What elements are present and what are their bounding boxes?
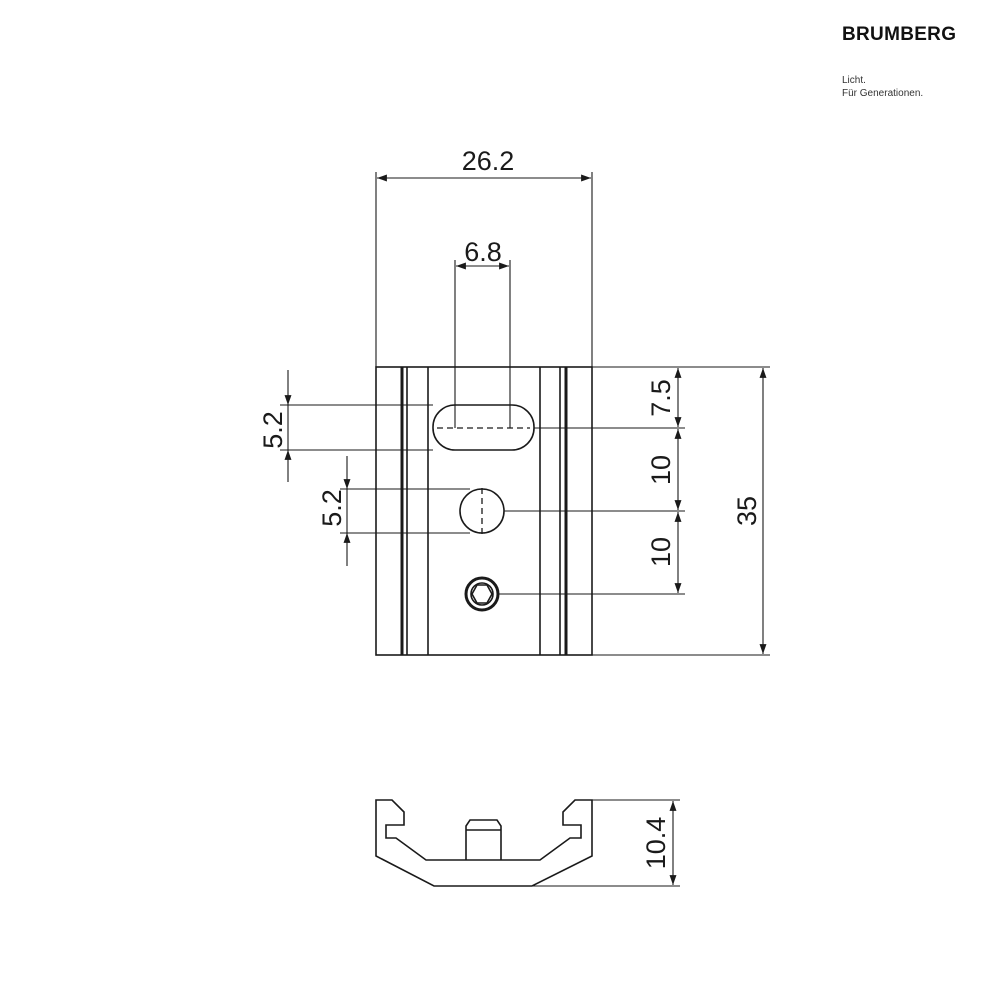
dim-label-35: 35 <box>732 496 762 526</box>
dim-profile-height: 10.4 <box>532 799 680 887</box>
hex-socket-icon <box>471 584 493 604</box>
dim-label-7-5: 7.5 <box>646 379 676 417</box>
dim-label-10-upper: 10 <box>646 455 676 485</box>
dim-label-6-8: 6.8 <box>464 237 502 267</box>
profile-view <box>375 799 593 887</box>
dim-label-10-lower: 10 <box>646 537 676 567</box>
profile-outline <box>375 799 593 887</box>
brand-tagline: Licht. Für Generationen. <box>842 74 992 100</box>
profile-screw-head <box>465 819 502 860</box>
brand-logo: BRUMBERG <box>842 24 957 45</box>
tagline-line-2: Für Generationen. <box>842 88 924 99</box>
tagline-line-1: Licht. <box>842 75 866 86</box>
dim-label-5-2-hole: 5.2 <box>317 489 347 527</box>
dim-label-10-4: 10.4 <box>641 817 671 870</box>
screw-inner <box>470 582 494 606</box>
dim-slot-height: 5.2 <box>258 370 433 482</box>
dim-overall-width: 26.2 <box>375 146 593 367</box>
dim-slot-width: 6.8 <box>454 237 511 428</box>
dim-label-26-2: 26.2 <box>462 146 515 176</box>
dim-overall-height: 35 <box>592 366 770 656</box>
brand-block: BRUMBERG Licht. Für Generationen. <box>842 24 992 100</box>
dim-hole-diameter: 5.2 <box>317 456 470 566</box>
dim-hole-spacing: 7.5 10 10 <box>498 366 685 595</box>
dim-label-5-2-slot: 5.2 <box>258 411 288 449</box>
